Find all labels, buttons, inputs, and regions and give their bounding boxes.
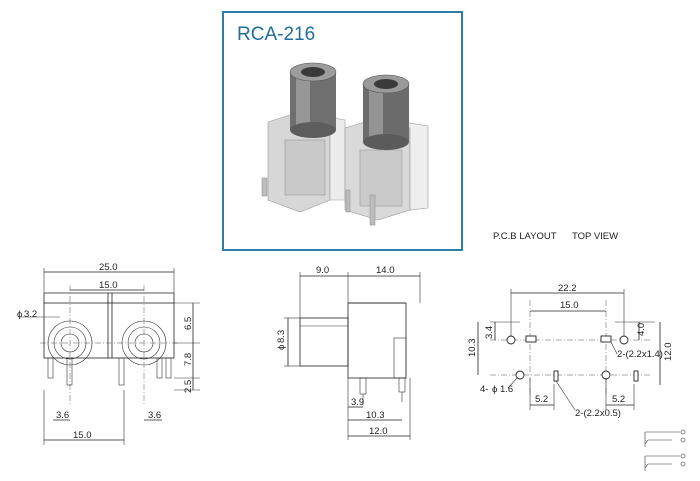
pcb-slot-bottom-label: 2-(2.2x0.5) <box>575 408 621 419</box>
side-depth-front: 9.0 <box>316 265 329 276</box>
pcb-hole-diameter: 1.6 <box>500 384 513 395</box>
pcb-left-offset: 3.4 <box>484 326 495 339</box>
pcb-pitch-right: 5.2 <box>612 394 625 405</box>
pcb-layout-drawing <box>477 289 661 411</box>
side-pin-pitch: 3.9 <box>351 397 364 408</box>
pcb-height-right: 12.0 <box>663 343 674 362</box>
side-barrel-diameter: 8.3 <box>276 330 287 343</box>
pcb-right-offset: 4.0 <box>636 323 647 336</box>
pcb-hole-spacing: 15.0 <box>560 300 579 311</box>
pcb-pitch-left: 5.2 <box>535 394 548 405</box>
front-lower-height: 2.5 <box>183 380 194 393</box>
front-total-width: 25.0 <box>99 262 118 273</box>
front-base-width: 15.0 <box>73 430 92 441</box>
front-view-drawing <box>20 268 200 445</box>
product-photo-panel: RCA-216 <box>222 11 463 251</box>
side-view-drawing <box>284 272 421 440</box>
front-middle-height: 7.8 <box>183 353 194 366</box>
side-pin-distance: 10.3 <box>366 410 385 421</box>
diameter-symbol: ϕ <box>276 345 287 350</box>
front-jack-diameter: 3.2 <box>24 309 37 320</box>
switch-schematic-icon <box>644 429 686 471</box>
pcb-height-left: 10.3 <box>467 339 478 358</box>
pcb-hole-count: 4- <box>480 384 488 395</box>
top-view-title: TOP VIEW <box>572 231 618 242</box>
product-render <box>261 62 429 226</box>
pcb-slot-top-label: 2-(2.2x1.4) <box>617 349 663 360</box>
front-pin-offset-right: 3.6 <box>148 410 161 421</box>
pcb-overall-width: 22.2 <box>558 283 577 294</box>
front-pin-offset-left: 3.6 <box>56 410 69 421</box>
side-base-depth: 12.0 <box>369 426 388 437</box>
pcb-layout-title: P.C.B LAYOUT <box>493 231 557 242</box>
side-depth-body: 14.0 <box>376 265 395 276</box>
front-pin-spacing: 15.0 <box>99 280 118 291</box>
diameter-symbol: ϕ <box>492 384 497 395</box>
diameter-symbol: ϕ <box>17 309 22 320</box>
front-upper-height: 6.5 <box>183 317 194 330</box>
model-title: RCA-216 <box>237 24 315 45</box>
